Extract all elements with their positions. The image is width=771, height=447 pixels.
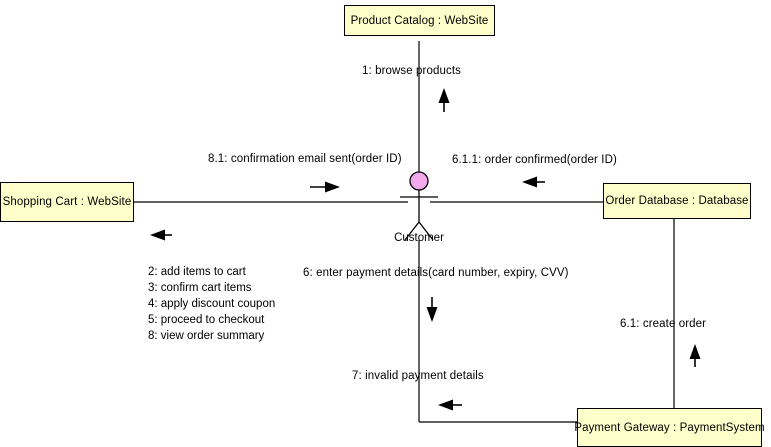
arrow-cart-messages (150, 229, 172, 241)
node-payment-gateway-label: Payment Gateway : PaymentSystem (574, 421, 765, 434)
message-confirmation-email: 8.1: confirmation email sent(order ID) (208, 153, 402, 165)
message-enter-payment: 6: enter payment details(card number, ex… (303, 267, 569, 279)
message-browse-products: 1: browse products (362, 65, 461, 77)
node-shopping-cart[interactable]: Shopping Cart : WebSite (0, 182, 134, 222)
arrow-confirmation-email (310, 181, 340, 193)
message-invalid-payment: 7: invalid payment details (352, 370, 484, 382)
node-order-database-label: Order Database : Database (605, 195, 749, 207)
arrow-order-confirmed (522, 176, 545, 188)
message-create-order: 6.1: create order (620, 318, 707, 330)
message-order-confirmed: 6.1.1: order confirmed(order ID) (452, 154, 617, 166)
node-order-database[interactable]: Order Database : Database (603, 183, 751, 219)
arrow-create-order (689, 344, 701, 367)
node-payment-gateway[interactable]: Payment Gateway : PaymentSystem (574, 408, 765, 447)
node-shopping-cart-label: Shopping Cart : WebSite (2, 196, 132, 208)
list-item: 4: apply discount coupon (148, 298, 276, 310)
arrow-invalid-payment (438, 399, 462, 411)
list-item: 5: proceed to checkout (148, 314, 265, 326)
list-item: 2: add items to cart (148, 266, 246, 278)
arrow-enter-payment (426, 297, 438, 322)
list-item: 8: view order summary (148, 330, 265, 342)
node-product-catalog[interactable]: Product Catalog : WebSite (344, 5, 495, 36)
actor-customer-figure (400, 171, 438, 241)
message-list-cart: 2: add items to cart 3: confirm cart ite… (148, 264, 275, 344)
node-product-catalog-label: Product Catalog : WebSite (350, 14, 489, 27)
list-item: 3: confirm cart items (148, 282, 252, 294)
actor-customer-label: Customer (394, 232, 444, 244)
arrow-browse-products (438, 88, 450, 112)
